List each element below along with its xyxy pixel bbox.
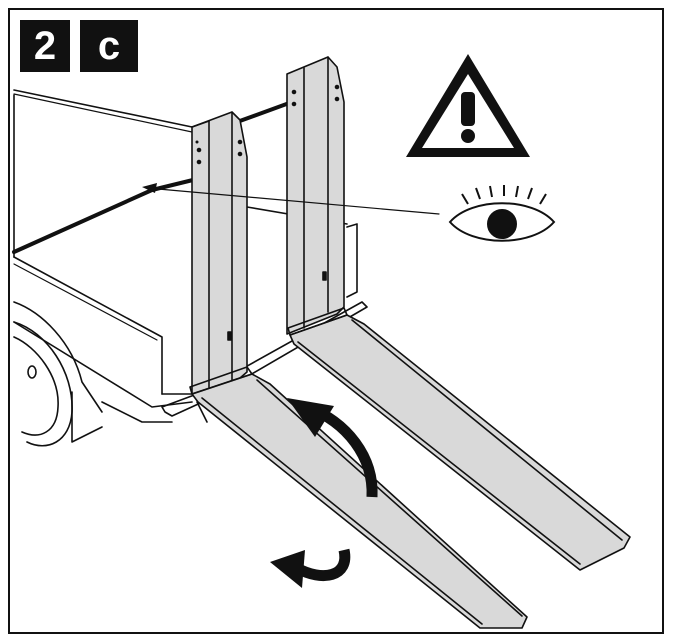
warning-triangle-icon — [406, 54, 530, 157]
eye-icon — [448, 185, 556, 242]
turn-arrow-icon — [270, 548, 351, 588]
step-number-badge: 2 — [20, 20, 70, 72]
ramp-left-upright — [191, 111, 248, 395]
ramp-left-lowered — [189, 366, 528, 629]
ramp-right-lowered — [287, 307, 631, 571]
trailer-ramp-illustration — [12, 54, 631, 629]
trailer-body — [12, 89, 368, 447]
instruction-panel: 2 c — [8, 8, 664, 634]
ramp-right-upright — [286, 56, 345, 335]
curved-arrow-icon — [287, 398, 378, 498]
step-letter-badge: c — [80, 20, 138, 72]
pointer-line — [146, 187, 440, 215]
